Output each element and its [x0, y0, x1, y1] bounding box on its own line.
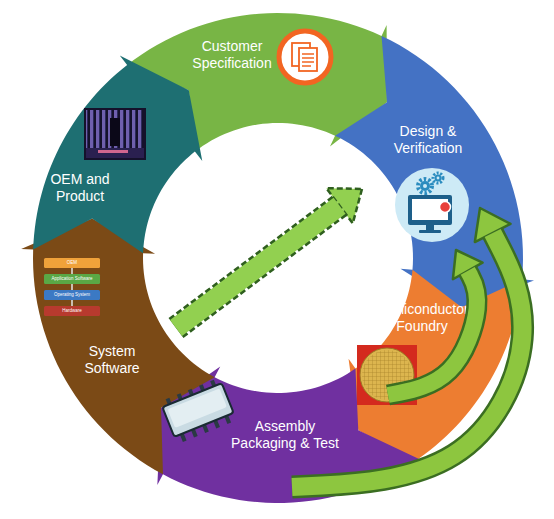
segment-shape: [335, 36, 534, 307]
layer-label: Application Software: [51, 277, 92, 282]
stage-label: System Software: [72, 343, 152, 377]
stage-label: Assembly Packaging & Test: [225, 418, 345, 452]
segment-shape: [33, 55, 202, 253]
flow-arrow: [176, 188, 362, 328]
arrow-body: [176, 206, 340, 328]
stage-label: Design & Verification: [378, 123, 478, 157]
arrow-outline: [176, 206, 340, 328]
layer-label: Operating System: [54, 293, 90, 298]
segment-outline: [33, 55, 203, 254]
stage-label: OEM and Product: [40, 171, 120, 205]
stage-label: Semiconductor Foundry: [367, 301, 477, 335]
cycle-arrow-segment: System Software: [21, 218, 215, 475]
cycle-arrow-segment: OEM and Product: [33, 55, 203, 254]
segment-shape: [21, 218, 214, 474]
stage-label: Customer Specification: [182, 38, 282, 72]
layer-label: OEM: [67, 261, 77, 266]
layer-label: Hardware: [62, 309, 82, 314]
